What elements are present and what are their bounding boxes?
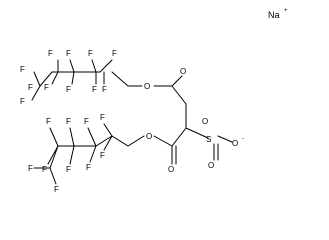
atom-f: F [88,49,93,58]
atom-f: F [44,83,49,92]
atom-o: O [202,117,208,126]
atom-f: F [42,165,47,174]
chemical-structure-diagram: Na + [20,8,288,194]
sodium-ion-charge: + [284,8,288,14]
atom-o: O [208,161,214,170]
atom-o: O [144,82,150,91]
molecule-bonds [31,59,233,185]
atom-f: F [66,85,71,94]
atom-f: F [66,165,71,174]
atom-f: F [86,163,91,172]
sodium-ion-label: Na [268,10,280,20]
atom-o: O [180,67,186,76]
atom-o: O [232,139,238,148]
atom-f: F [20,97,25,106]
atom-f: F [100,113,105,122]
atom-s: S [206,135,211,144]
atom-f: F [28,164,33,173]
atom-f: F [102,85,107,94]
atom-f: F [100,151,105,160]
atom-f: F [48,49,53,58]
atom-f: F [66,49,71,58]
oxide-charge: - [242,136,244,142]
atom-f: F [28,83,33,92]
atom-labels: F F F F F F F F F F F O O S O O - O O O … [20,49,244,194]
atom-f: F [92,85,97,94]
atom-f: F [66,117,71,126]
atom-o: O [168,165,174,174]
atom-o: O [146,132,152,141]
atom-f: F [54,185,59,194]
atom-f: F [112,49,117,58]
atom-f: F [20,65,25,74]
atom-f: F [84,117,89,126]
atom-f: F [46,117,51,126]
